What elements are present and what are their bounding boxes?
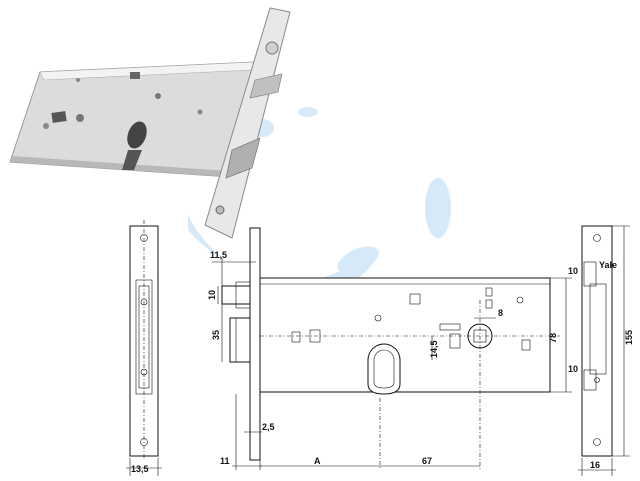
dim-2-5: 2,5 [262,422,275,432]
dim-11-bottom: 11 [220,456,230,466]
dim-10-left: 10 [207,290,217,300]
lock-side-view: 11,5 10 35 2,5 11 A 67 14,5 8 78 [207,227,572,470]
dim-a: A [314,456,321,466]
front-plate-view: 13,5 [126,220,162,476]
dim-16: 16 [590,460,600,470]
dim-10-right-top: 10 [568,266,578,276]
lock-photo [9,7,291,239]
dim-10-right-bottom: 10 [568,364,578,374]
strike-plate-view: Yale 10 10 155 16 [568,225,634,476]
brand-mark: Yale [599,260,617,270]
dim-11-5: 11,5 [210,250,227,260]
dim-14-5: 14,5 [429,340,439,358]
dim-8: 8 [498,308,503,318]
dim-155: 155 [624,330,634,345]
dim-67: 67 [422,456,432,466]
dim-35: 35 [211,330,221,340]
dim-78: 78 [548,333,558,343]
dim-13-5: 13,5 [131,464,149,474]
